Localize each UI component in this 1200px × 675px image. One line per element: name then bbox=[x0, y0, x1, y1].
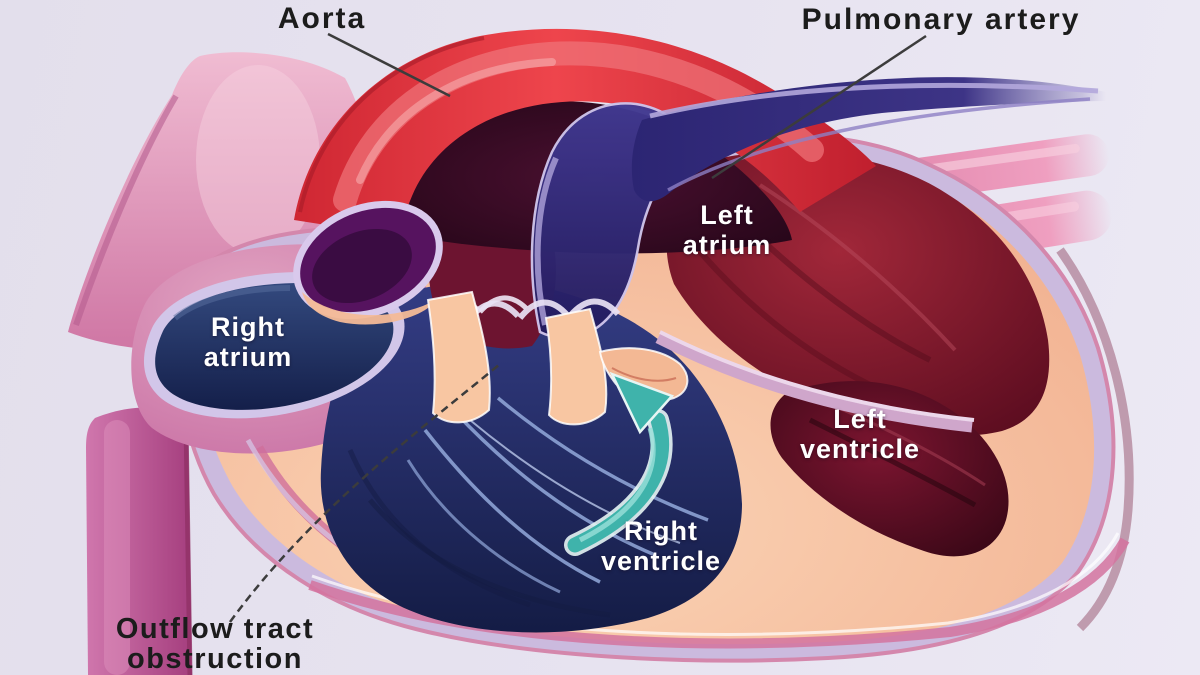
label-pulmonary-artery: Pulmonary artery bbox=[801, 3, 1081, 36]
label-outflow-line2: obstruction bbox=[127, 643, 303, 675]
valve-leaflets bbox=[426, 290, 689, 426]
mitral-valve-band bbox=[655, 330, 975, 433]
label-left-atrium-line2: atrium bbox=[682, 230, 772, 260]
outflow-leader-line bbox=[228, 363, 501, 623]
label-right-ventricle: Right ventricle bbox=[561, 516, 761, 576]
pericardium-shadow bbox=[1056, 247, 1134, 632]
label-right-ventricle-line1: Right bbox=[624, 516, 698, 546]
leader-lines bbox=[228, 32, 927, 623]
chordae-tendineae bbox=[347, 396, 709, 618]
label-left-ventricle-line1: Left bbox=[833, 404, 887, 434]
inferior-vena-cava bbox=[86, 407, 193, 675]
label-aorta: Aorta bbox=[277, 2, 367, 35]
label-outflow-tract-obstruction: Outflow tract obstruction bbox=[65, 614, 365, 674]
pulmonary-artery-branch bbox=[631, 77, 1106, 202]
label-left-atrium-line1: Left bbox=[700, 200, 754, 230]
label-right-atrium: Right atrium bbox=[158, 312, 338, 372]
label-left-atrium: Left atrium bbox=[647, 200, 807, 260]
aorta-leader-line bbox=[327, 32, 451, 98]
flow-arrow-icon bbox=[564, 371, 675, 556]
label-right-ventricle-line2: ventricle bbox=[600, 546, 722, 576]
label-left-ventricle: Left ventricle bbox=[760, 404, 960, 464]
label-left-ventricle-line2: ventricle bbox=[799, 434, 921, 464]
label-right-atrium-line2: atrium bbox=[203, 342, 293, 372]
label-right-atrium-line1: Right bbox=[211, 312, 285, 342]
pulmonary-artery-leader-line bbox=[711, 34, 927, 180]
aortic-root-opening bbox=[293, 200, 443, 325]
label-outflow-line1: Outflow tract bbox=[115, 613, 315, 645]
